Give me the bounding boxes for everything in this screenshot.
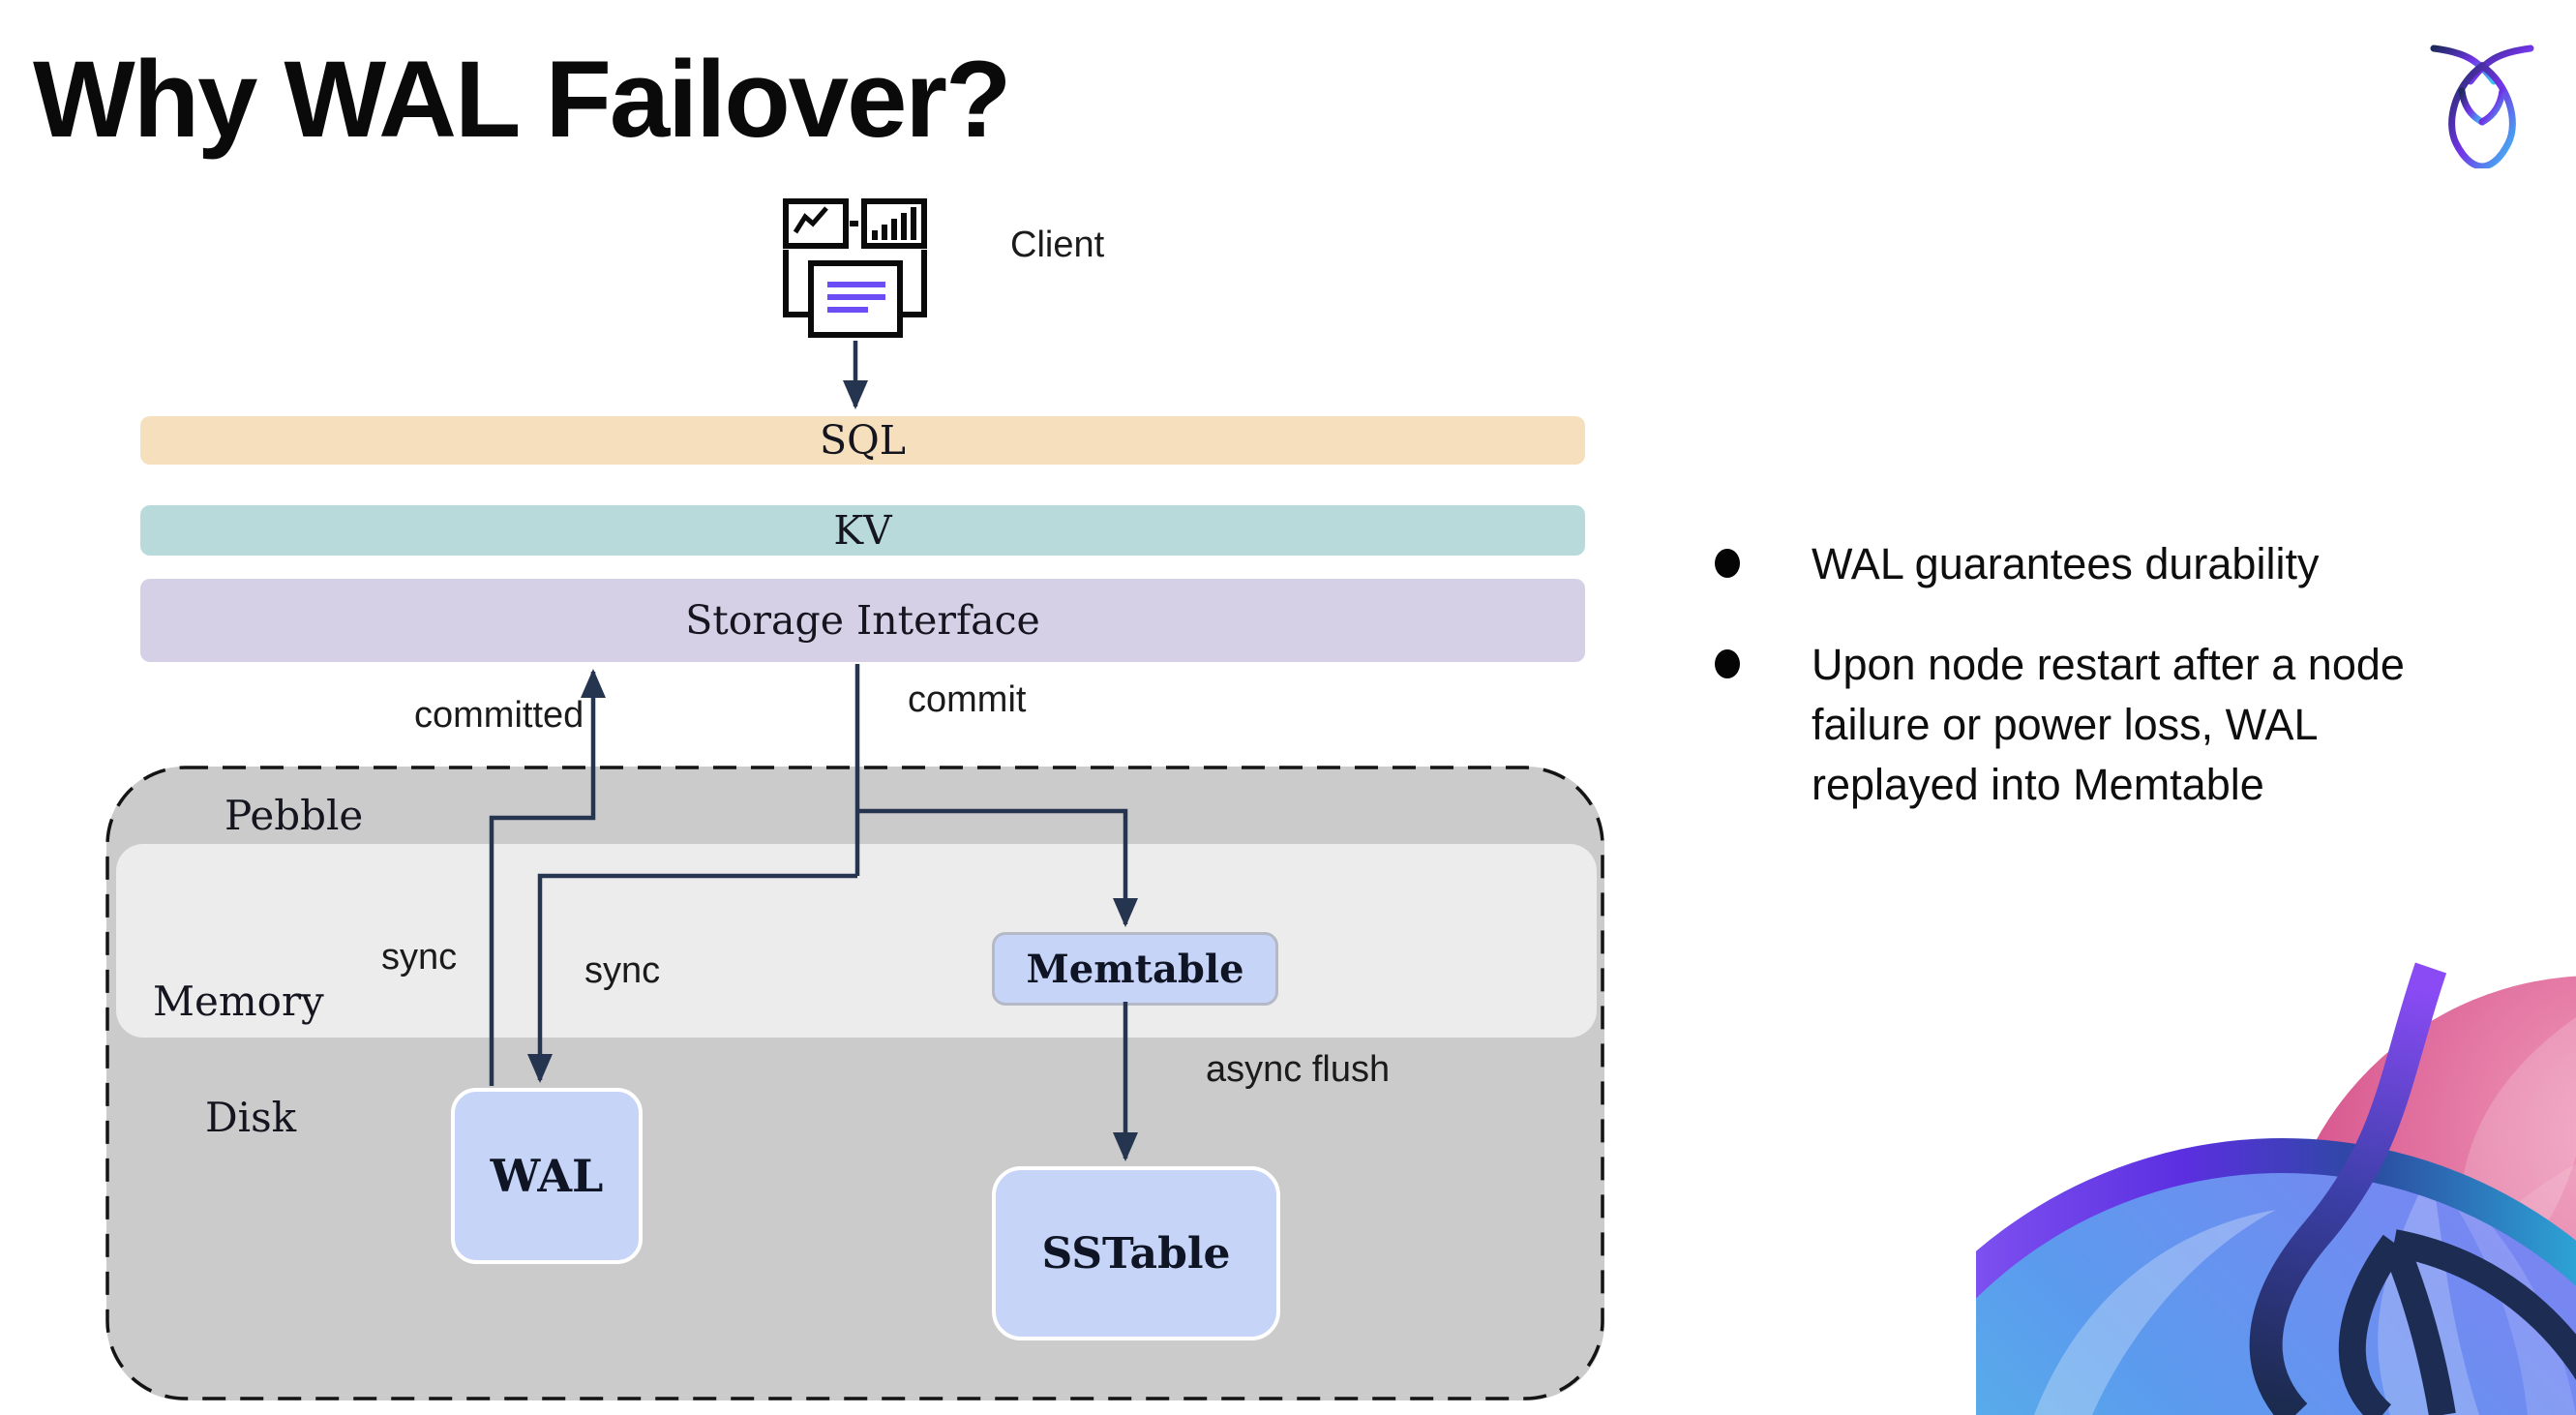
edge-label-committed: committed [414, 695, 584, 736]
edge-label-commit: commit [908, 679, 1027, 720]
list-item: Upon node restart after a node failure o… [1715, 635, 2489, 815]
disk-label: Disk [205, 1094, 297, 1141]
layer-storage-interface: Storage Interface [140, 579, 1585, 662]
page-title: Why WAL Failover? [33, 39, 1011, 160]
node-memtable: Memtable [992, 932, 1278, 1006]
layer-sql: SQL [140, 416, 1585, 465]
node-sstable-label: SSTable [1041, 1228, 1231, 1279]
bullet-icon [1715, 649, 1740, 678]
layer-kv: KV [140, 505, 1585, 556]
client-label: Client [1010, 225, 1105, 265]
list-item: WAL guarantees durability [1715, 534, 2489, 594]
node-wal: WAL [451, 1088, 643, 1264]
bullet-icon [1715, 549, 1740, 578]
edge-label-sync-right: sync [584, 950, 661, 991]
layer-storage-interface-label: Storage Interface [685, 597, 1040, 644]
node-wal-label: WAL [490, 1150, 604, 1202]
cockroachdb-logo-icon [2430, 45, 2534, 168]
layer-kv-label: KV [833, 507, 892, 554]
bullet-list: WAL guarantees durability Upon node rest… [1715, 534, 2489, 856]
layer-sql-label: SQL [820, 417, 906, 464]
edge-label-sync-left: sync [381, 937, 458, 978]
node-memtable-label: Memtable [1026, 946, 1244, 992]
memory-region [116, 844, 1597, 1038]
bullet-text: Upon node restart after a node failure o… [1812, 640, 2405, 809]
edge-label-async-flush: async flush [1206, 1049, 1391, 1090]
client-icon [783, 198, 927, 338]
node-sstable: SSTable [992, 1166, 1280, 1340]
brand-art [1976, 962, 2576, 1415]
bullet-text: WAL guarantees durability [1812, 539, 2320, 588]
memory-label: Memory [153, 978, 324, 1025]
pebble-label: Pebble [225, 792, 364, 839]
